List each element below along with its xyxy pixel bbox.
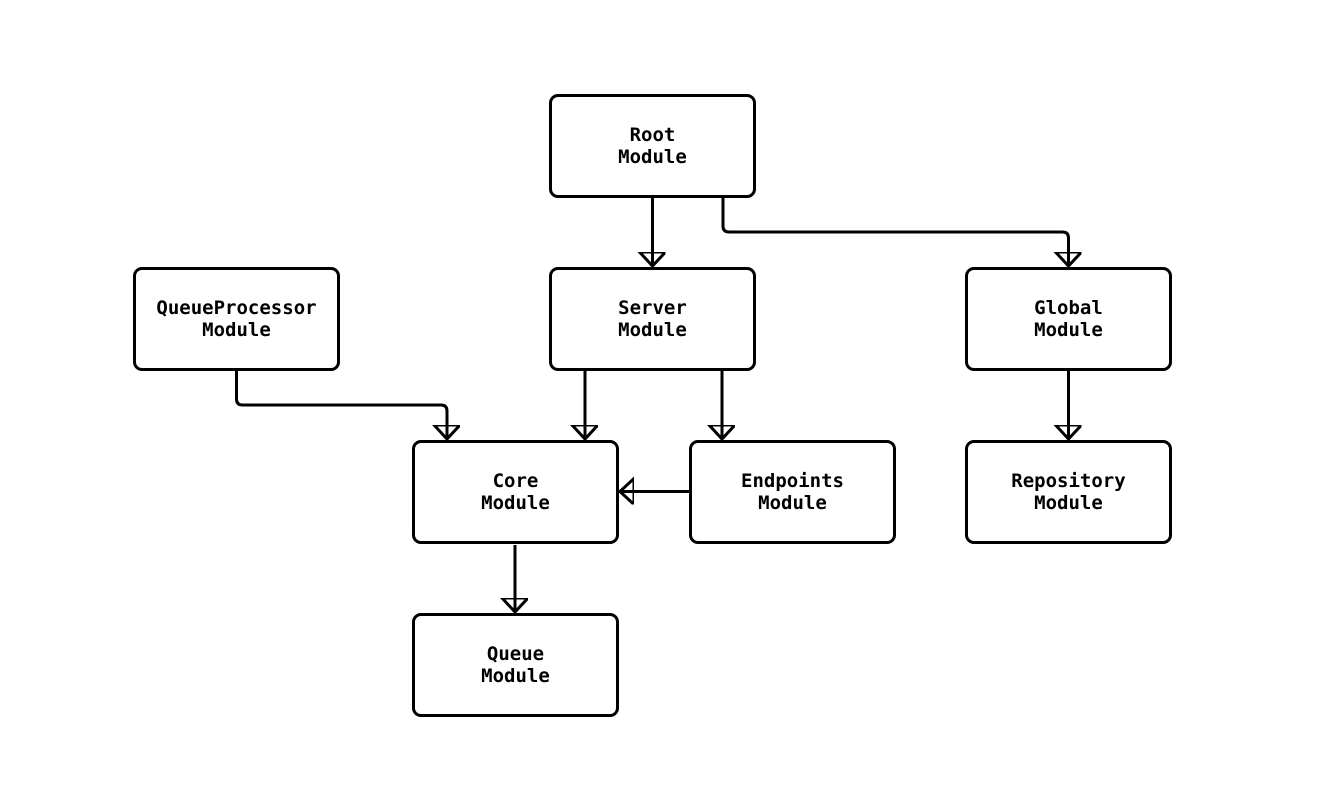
node-label-line: Module [1034, 492, 1103, 514]
node-label-line: Queue [486, 643, 545, 665]
node-label-line: Module [481, 665, 550, 687]
node-core-module: Core Module [412, 440, 619, 544]
node-label-line: Module [202, 319, 271, 341]
node-endpoints-module: Endpoints Module [689, 440, 896, 544]
node-label-line: Module [618, 319, 687, 341]
node-label-line: Module [758, 492, 827, 514]
node-label-line: QueueProcessor [156, 297, 317, 319]
node-label-line: Repository [1011, 470, 1126, 492]
edge-root-to-global [721, 198, 1069, 266]
node-label-line: Global [1034, 297, 1103, 319]
node-label-line: Module [481, 492, 550, 514]
node-label-line: Module [1034, 319, 1103, 341]
node-repository-module: Repository Module [965, 440, 1172, 544]
node-queueprocessor-module: QueueProcessor Module [133, 267, 340, 371]
node-label-line: Server [618, 297, 687, 319]
node-queue-module: Queue Module [412, 613, 619, 717]
node-server-module: Server Module [549, 267, 756, 371]
node-label-line: Core [492, 470, 539, 492]
edge-queueprocessor-to-core [235, 371, 448, 439]
node-root-module: Root Module [549, 94, 756, 198]
node-label-line: Endpoints [741, 470, 844, 492]
node-global-module: Global Module [965, 267, 1172, 371]
node-label-line: Root [629, 124, 676, 146]
node-label-line: Module [618, 146, 687, 168]
